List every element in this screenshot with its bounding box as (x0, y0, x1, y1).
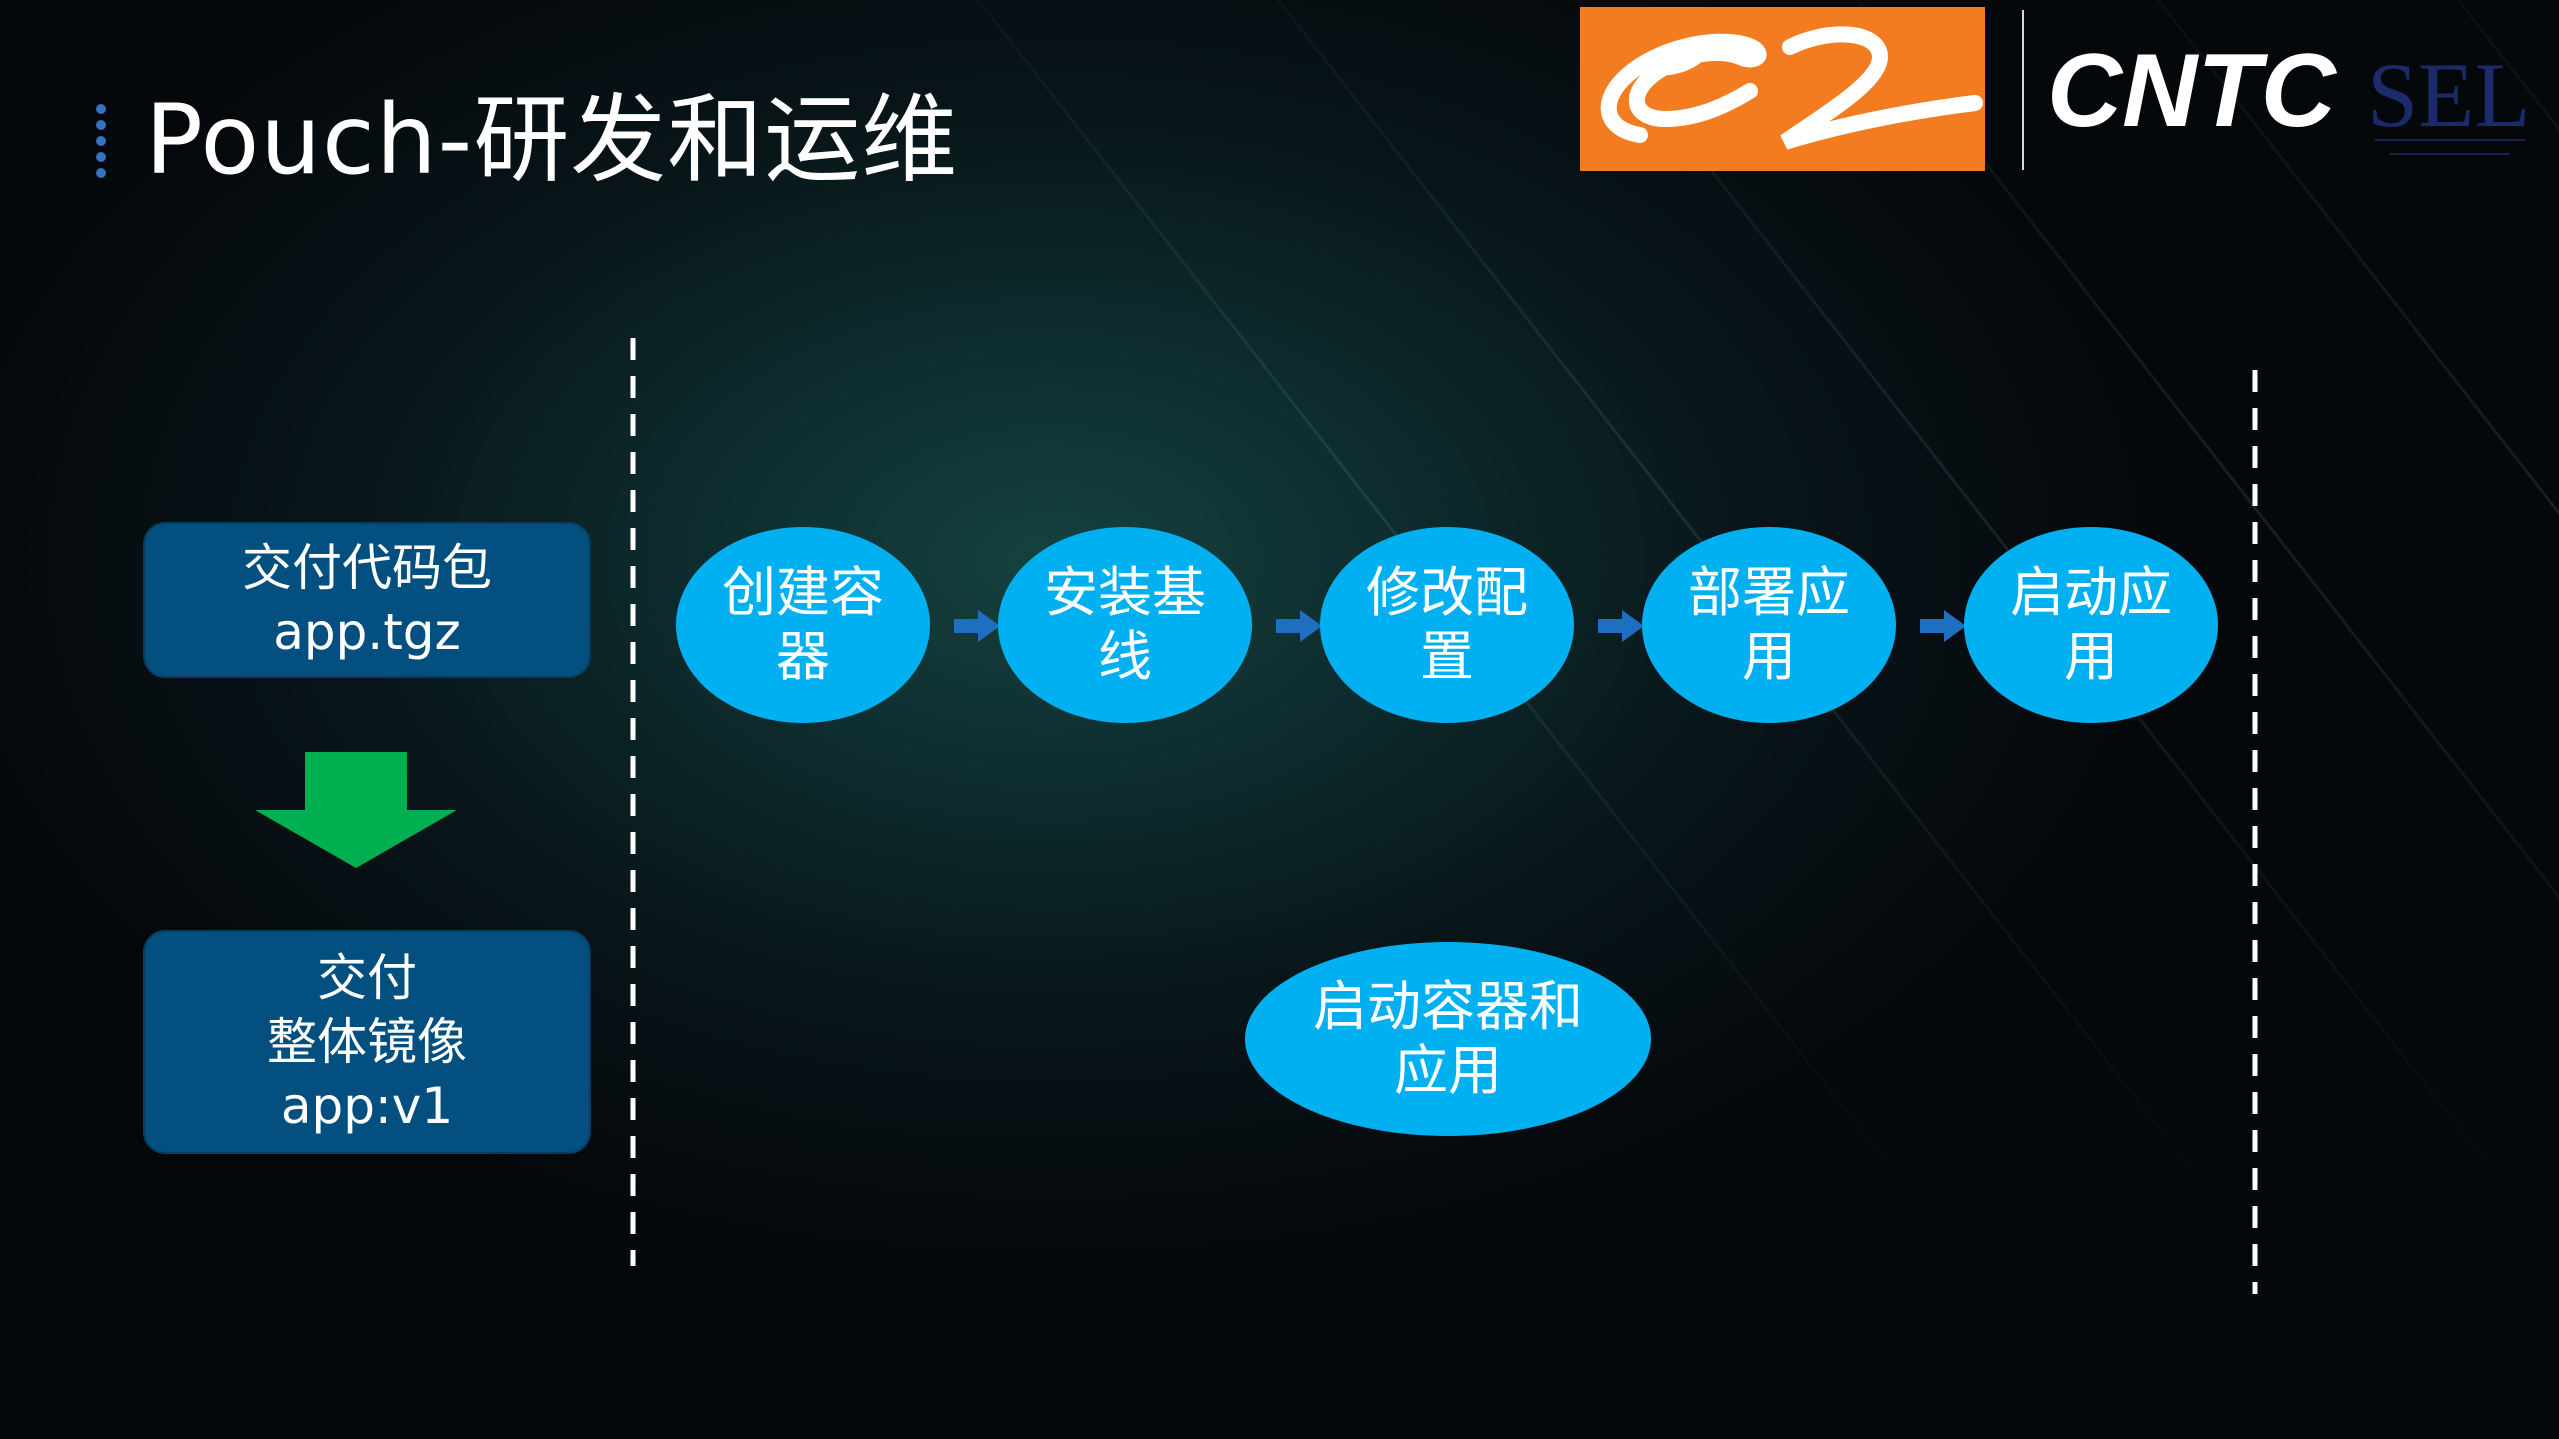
cntc-logo-text: CNTC (2047, 33, 2338, 149)
box-1-line-1: 交付代码包 (242, 539, 492, 597)
flow-step-create-container: 创建容器 (676, 527, 930, 723)
flow-step-install-baseline: 安装基线 (998, 527, 1252, 723)
flow-step-deploy-app: 部署应用 (1642, 527, 1896, 723)
alibaba-logo (1580, 7, 1985, 171)
box-1-line-2: app.tgz (273, 603, 461, 661)
cntc-sel-logo: CNTC SEL (2045, 30, 2535, 170)
flow-arrow-icon (954, 610, 1000, 642)
box-2-line-2: 整体镜像 (267, 1013, 467, 1071)
flow-step-modify-config: 修改配置 (1320, 527, 1574, 723)
title-bullet-dots (96, 104, 110, 184)
box-2-line-1: 交付 (317, 949, 417, 1007)
left-dashed-divider (630, 338, 636, 1266)
right-dashed-divider (2252, 370, 2258, 1294)
sel-logo-text: SEL (2367, 44, 2531, 146)
flow-arrow-icon (1598, 610, 1644, 642)
deliver-code-package-box: 交付代码包 app.tgz (143, 522, 591, 678)
flow-step-start-container-and-app: 启动容器和应用 (1245, 942, 1651, 1136)
flow-arrow-icon (1920, 610, 1966, 642)
flow-arrow-icon (1276, 610, 1322, 642)
down-arrow-icon (255, 752, 457, 868)
logo-divider (2022, 10, 2024, 170)
deliver-image-box: 交付 整体镜像 app:v1 (143, 930, 591, 1154)
box-2-line-3: app:v1 (280, 1077, 454, 1135)
slide-title: Pouch-研发和运维 (145, 84, 959, 196)
flow-step-start-app: 启动应用 (1964, 527, 2218, 723)
